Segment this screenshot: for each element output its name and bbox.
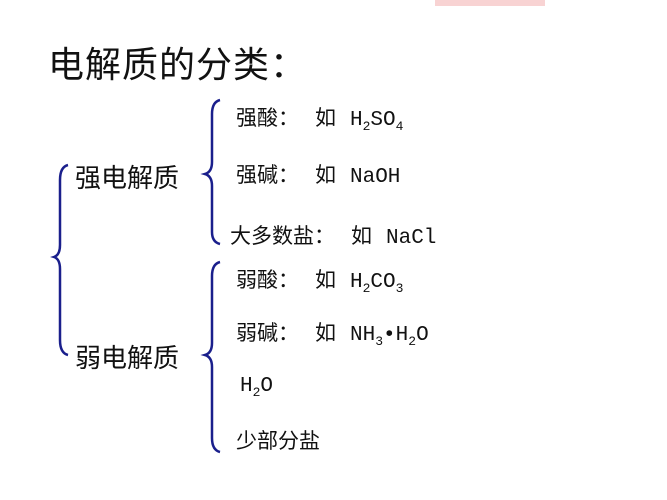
slide-title: 电解质的分类：: [48, 45, 308, 86]
water: H2O: [240, 375, 274, 401]
weak-electrolyte-label: 弱电解质: [75, 344, 180, 374]
strong-brace: [200, 98, 221, 246]
watermark: [435, 0, 545, 6]
weak-brace: [200, 260, 221, 454]
outer-brace: [50, 163, 69, 357]
few-salts: 少部分盐: [236, 429, 320, 453]
strong-electrolyte-label: 强电解质: [75, 164, 180, 194]
